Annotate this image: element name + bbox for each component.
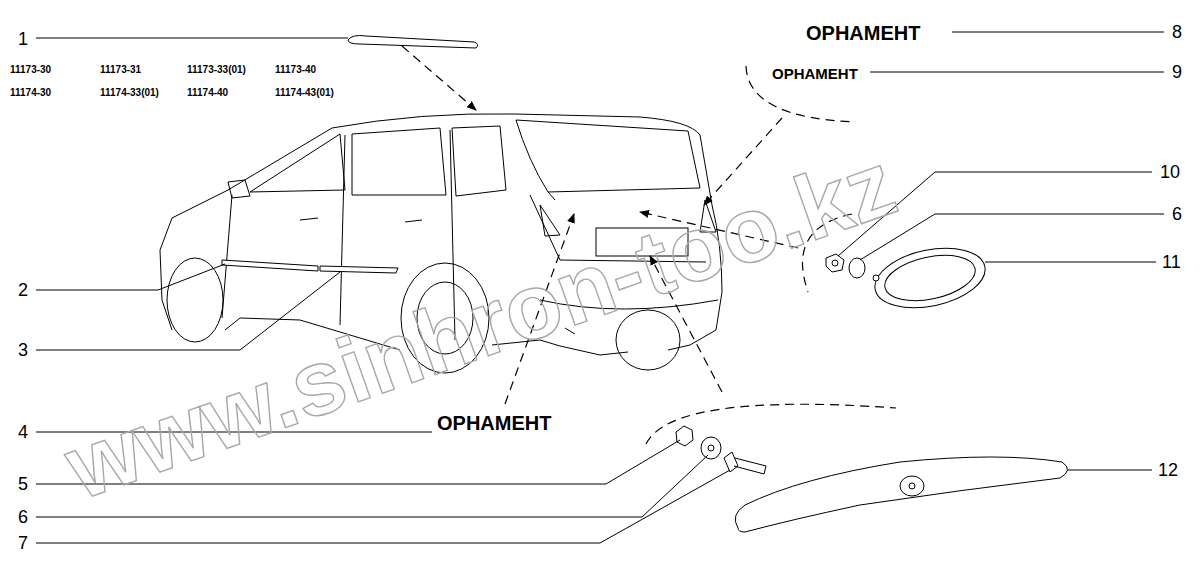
- dashed-arc: [646, 404, 896, 444]
- washer: [701, 437, 721, 459]
- tailgate-handle: [735, 457, 1067, 532]
- emblem-ring: [869, 239, 990, 317]
- washer-hole: [708, 445, 714, 451]
- callout-number: 6: [18, 508, 28, 526]
- part-name: ОРНАМЕНТ: [806, 23, 920, 43]
- callout-number: 4: [18, 423, 28, 441]
- leader-line: [36, 272, 340, 350]
- callout-number: 9: [1172, 63, 1182, 81]
- rear-window: [516, 120, 700, 192]
- washer: [849, 258, 865, 278]
- callout-number: 2: [18, 281, 28, 299]
- side-window: [452, 126, 506, 196]
- emblem-ring: [881, 248, 980, 308]
- callout-number: 6: [1172, 205, 1182, 223]
- callout-number: 10: [1160, 163, 1180, 181]
- side-window: [352, 128, 446, 195]
- model-code: 11173-31: [100, 65, 141, 75]
- model-code: 11174-30: [10, 88, 51, 98]
- door-handle: [300, 218, 422, 222]
- leader-lines: [36, 32, 1164, 543]
- nut: [676, 426, 693, 446]
- callout-number: 5: [18, 475, 28, 493]
- leader-line: [36, 38, 348, 39]
- callout-number: 1: [18, 30, 28, 48]
- model-code: 11173-33(01): [187, 65, 246, 75]
- part-name: ОРНАМЕНТ: [772, 66, 858, 81]
- model-code: 11174-43(01): [275, 88, 334, 98]
- leader-line: [870, 72, 1164, 73]
- mirror: [228, 180, 250, 198]
- side-window: [250, 134, 345, 192]
- callout-number: 8: [1172, 23, 1182, 41]
- model-code: 11173-30: [10, 65, 51, 75]
- nut: [826, 254, 844, 272]
- leader-line: [985, 262, 1156, 263]
- model-code: 11174-40: [187, 88, 228, 98]
- callout-number: 12: [1158, 461, 1178, 479]
- side-molding: [320, 266, 398, 273]
- bolt: [724, 452, 766, 474]
- model-code: 11174-33(01): [100, 88, 159, 98]
- handle-lock: [909, 483, 915, 489]
- side-molding: [222, 260, 318, 271]
- emblem-pin: [873, 275, 879, 281]
- callout-number: 3: [18, 341, 28, 359]
- leader-line: [36, 264, 225, 290]
- callout-number: 11: [1162, 253, 1181, 271]
- callout-number: 7: [18, 534, 28, 552]
- nut-hole: [832, 260, 838, 266]
- wheel: [167, 258, 223, 342]
- dashed-pointer: [402, 46, 476, 110]
- leader-line: [1068, 470, 1152, 471]
- roof-strip: [348, 36, 478, 49]
- leader-line: [952, 32, 1164, 33]
- model-code: 11173-40: [275, 65, 316, 75]
- handle-lock: [900, 476, 924, 496]
- part-name: ОРНАМЕНТ: [437, 413, 551, 433]
